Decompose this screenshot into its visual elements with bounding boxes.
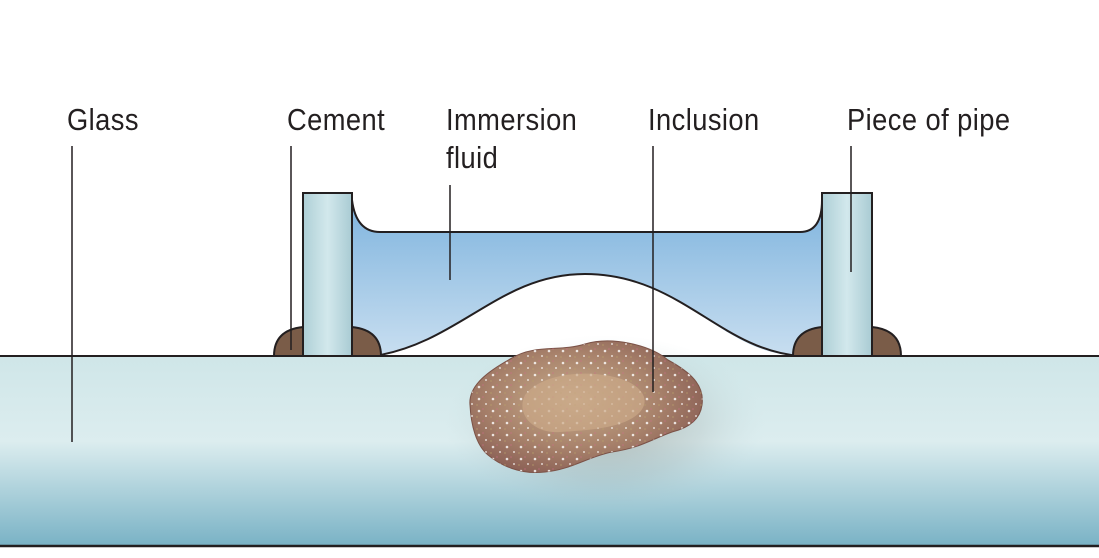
- pipe-wall-left: [302, 192, 353, 357]
- inclusion-label-text: Inclusion: [648, 102, 760, 137]
- pipe-label-text: Piece of pipe: [847, 102, 1011, 137]
- glass-label-text: Glass: [67, 102, 139, 137]
- immersion-fluid-label-line1: Immersion: [446, 102, 578, 137]
- inclusion-label: Inclusion: [648, 101, 760, 139]
- cement-label: Cement: [287, 101, 385, 139]
- glass-label: Glass: [67, 101, 139, 139]
- pipe-label: Piece of pipe: [847, 101, 1010, 139]
- fluid-meniscus-outline: [351, 199, 823, 233]
- immersion-fluid-label: Immersion fluid: [446, 101, 577, 177]
- cement-bead-right-inner: [791, 325, 823, 357]
- cement-label-text: Cement: [287, 102, 386, 137]
- cement-bead-right: [871, 325, 903, 357]
- immersion-fluid: [352, 200, 822, 356]
- inclusion-bump-outline: [374, 272, 801, 357]
- cement-bead-left-inner: [351, 325, 383, 357]
- pipe-wall-right: [821, 192, 873, 357]
- cement-bead-left: [272, 325, 304, 357]
- inclusion-core: [522, 373, 645, 433]
- immersion-fluid-label-line2: fluid: [446, 140, 499, 175]
